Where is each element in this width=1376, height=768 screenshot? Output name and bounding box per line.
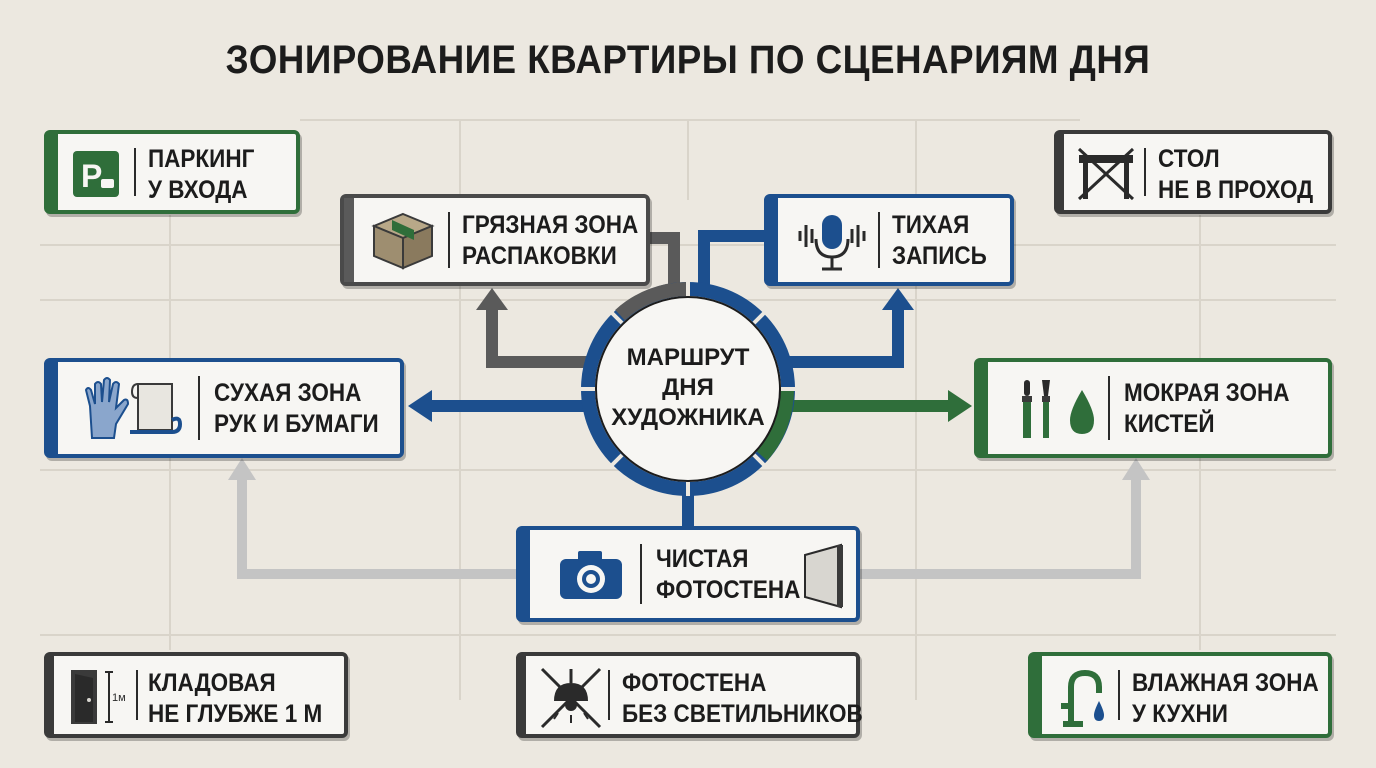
hub-label: МАРШРУТ ДНЯ ХУДОЖНИКА	[588, 343, 788, 433]
hub-line-1: МАРШРУТ	[626, 344, 750, 371]
node-photo-wall-label: ЧИСТАЯ ФОТОСТЕНА	[656, 545, 801, 604]
glove-paper-icon	[78, 376, 188, 442]
arrowhead-dry-main	[408, 390, 432, 422]
arrowhead-wet	[1122, 458, 1150, 480]
node-quiet-recording-label: ТИХАЯ ЗАПИСЬ	[892, 211, 987, 270]
hub-line-3: ХУДОЖНИКА	[611, 404, 765, 431]
backdrop-panel-icon	[800, 540, 848, 612]
node-dirty-zone: ГРЯЗНАЯ ЗОНА РАСПАКОВКИ	[340, 194, 650, 286]
page-title: ЗОНИРОВАНИЕ КВАРТИРЫ ПО СЦЕНАРИЯМ ДНЯ	[225, 38, 1151, 82]
crossed-table-icon	[1074, 144, 1138, 204]
arrow-to-dirty	[486, 306, 600, 368]
link-dirty-hub	[650, 232, 680, 292]
node-dirty-zone-label: ГРЯЗНАЯ ЗОНА РАСПАКОВКИ	[462, 211, 639, 270]
node-table-label: СТОЛ НЕ В ПРОХОД	[1158, 145, 1314, 204]
door-icon: 1м	[64, 666, 136, 728]
hub-line-2: ДНЯ	[662, 374, 714, 401]
node-storage: 1м КЛАДОВАЯ НЕ ГЛУБЖЕ 1 М	[44, 652, 348, 738]
node-quiet-recording: ТИХАЯ ЗАПИСЬ	[764, 194, 1014, 286]
arrowhead-dirty	[476, 288, 508, 310]
link-quiet-hub	[698, 230, 772, 292]
faucet-icon	[1052, 666, 1118, 730]
storage-measure-label: 1м	[112, 692, 126, 704]
node-parking: P ПАРКИНГ У ВХОДА	[44, 130, 300, 214]
node-wet-zone: МОКРАЯ ЗОНА КИСТЕЙ	[974, 358, 1332, 458]
node-storage-label: КЛАДОВАЯ НЕ ГЛУБЖЕ 1 М	[148, 669, 323, 728]
node-dry-zone-label: СУХАЯ ЗОНА РУК И БУМАГИ	[214, 379, 379, 438]
node-wet-zone-label: МОКРАЯ ЗОНА КИСТЕЙ	[1124, 379, 1290, 438]
photo-to-side-arrows	[237, 478, 1141, 579]
brushes-drop-icon	[1014, 376, 1110, 442]
node-humid-zone-label: ВЛАЖНАЯ ЗОНА У КУХНИ	[1132, 669, 1319, 728]
node-photo-no-lamps: ФОТОСТЕНА БЕЗ СВЕТИЛЬНИКОВ	[516, 652, 863, 738]
camera-icon	[554, 546, 628, 604]
node-parking-label: ПАРКИНГ У ВХОДА	[148, 145, 255, 204]
arrow-to-quiet	[780, 306, 904, 368]
box-icon	[368, 208, 438, 274]
svg-text:P: P	[81, 158, 102, 194]
microphone-icon	[792, 208, 872, 276]
arrowhead-dry	[228, 458, 256, 480]
parking-icon: P	[68, 146, 124, 202]
hub-ring-gray-segment	[615, 281, 689, 321]
node-photo-wall: ЧИСТАЯ ФОТОСТЕНА	[516, 526, 860, 622]
crossed-lamp-icon	[536, 664, 606, 732]
node-dry-zone: СУХАЯ ЗОНА РУК И БУМАГИ	[44, 358, 404, 458]
hub-ring-green-segment	[756, 388, 795, 461]
node-humid-zone: ВЛАЖНАЯ ЗОНА У КУХНИ	[1028, 652, 1332, 738]
arrowhead-wet-main	[948, 390, 972, 422]
node-table: СТОЛ НЕ В ПРОХОД	[1054, 130, 1332, 214]
arrowhead-quiet	[882, 288, 914, 310]
node-photo-no-lamps-label: ФОТОСТЕНА БЕЗ СВЕТИЛЬНИКОВ	[622, 669, 863, 728]
